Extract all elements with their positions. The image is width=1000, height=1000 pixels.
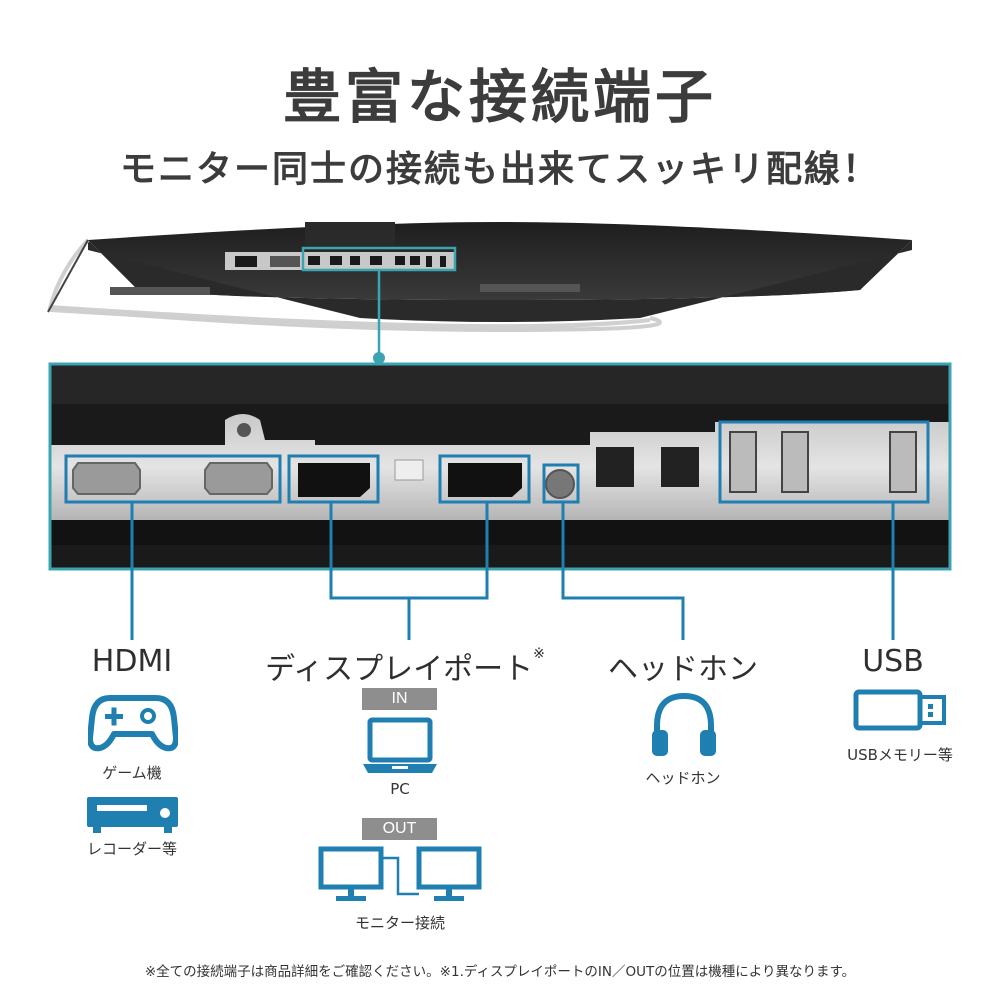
dp-out-tag: OUT [362,818,437,840]
displayport-note-mark: ※ [533,646,545,662]
footnote: ※全ての接続端子は商品詳細をご確認ください。※1.ディスプレイポートのIN／OU… [144,964,856,980]
usb-stick-icon [853,689,946,731]
port-panel-closeup [48,362,952,571]
usb-caption: USBメモリー等 [847,746,953,764]
dual-monitor-icon [318,846,482,901]
laptop-icon [363,717,437,773]
displayport-label: ディスプレイポート [265,652,534,687]
recorder-caption: レコーダー等 [86,840,177,858]
headphones-icon [652,692,716,756]
monitor-connection-caption: モニター接続 [354,914,445,932]
monitor-port-illustration [47,222,952,640]
displayport-heading: ディスプレイポート※ [255,644,555,688]
hdmi-label: HDMI [91,644,173,679]
usb-label: USB [862,644,924,679]
port-callout-lines [64,420,930,640]
headphone-label: ヘッドホン [608,652,758,687]
recorder-icon [87,797,178,833]
page-title: 豊富な接続端子 [282,63,717,131]
page-subtitle: モニター同士の接続も出来てスッキリ配線！ [119,149,880,190]
pc-caption: PC [390,780,410,798]
headphone-caption: ヘッドホン [645,769,721,787]
monitor-top-view [47,222,912,333]
gamepad-icon [88,695,178,752]
dp-in-tag: IN [362,688,437,710]
gamepad-caption: ゲーム機 [102,764,162,782]
